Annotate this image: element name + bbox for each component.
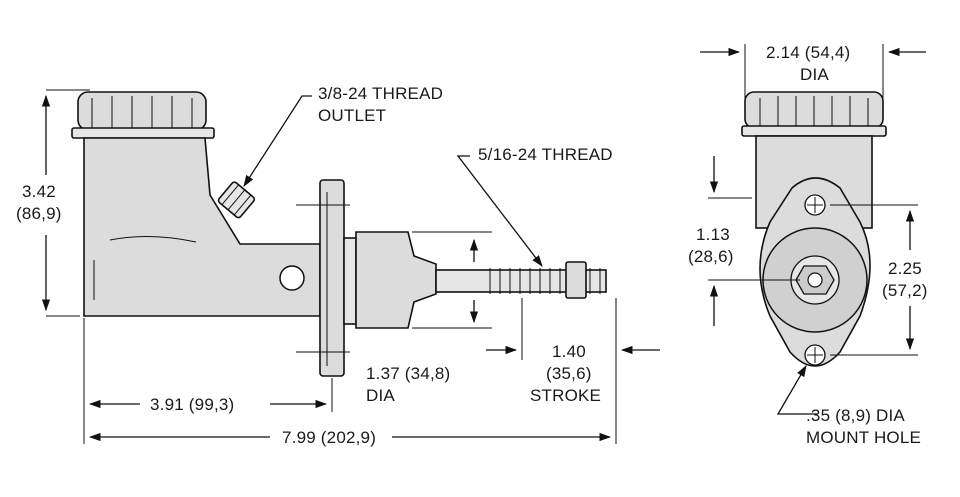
height-mm: (86,9) [16, 204, 62, 223]
bolt-spacing-mm: (57,2) [882, 281, 928, 300]
end-reservoir-cap [741, 91, 887, 137]
side-view [71, 91, 607, 377]
side-dimensions [41, 89, 660, 444]
pushrod-thread-label: 5/16-24 THREAD [478, 145, 613, 164]
body-hole [279, 265, 305, 291]
outlet-thread-label: 3/8-24 THREAD [318, 84, 443, 103]
end-dimensions [700, 44, 926, 415]
outlet-offset-mm: (28,6) [688, 247, 734, 266]
outlet-label: OUTLET [318, 106, 386, 125]
cap-dia-word: DIA [800, 65, 829, 84]
mount-hole-word: MOUNT HOLE [806, 428, 921, 447]
cylinder-body [83, 137, 321, 317]
outlet-offset-inches: 1.13 [696, 225, 730, 244]
annotations: 3/8-24 THREAD OUTLET 5/16-24 THREAD 3.42… [16, 43, 928, 447]
mount-hole-bottom [804, 344, 826, 366]
mount-hole-size: .35 (8,9) DIA [806, 406, 905, 425]
cap-dia: 2.14 (54,4) [766, 43, 850, 62]
stroke-word: STROKE [530, 386, 601, 405]
stroke-inches: 1.40 [552, 342, 586, 361]
outlet-fitting [217, 181, 256, 219]
mount-flange [319, 179, 345, 377]
mount-hole-top [804, 194, 826, 216]
rubber-boot [355, 231, 437, 329]
bore-dia-word: DIA [366, 386, 395, 405]
overall-length: 7.99 (202,9) [282, 428, 376, 447]
pushrod [435, 269, 607, 293]
flange-length: 3.91 (99,3) [150, 395, 234, 414]
height-inches: 3.42 [22, 182, 56, 201]
jam-nut [565, 261, 587, 299]
bore-dia: 1.37 (34,8) [366, 364, 450, 383]
reservoir-cap [71, 91, 215, 139]
bolt-spacing-inches: 2.25 [888, 259, 922, 278]
stroke-mm: (35,6) [546, 364, 592, 383]
end-view [741, 91, 887, 367]
